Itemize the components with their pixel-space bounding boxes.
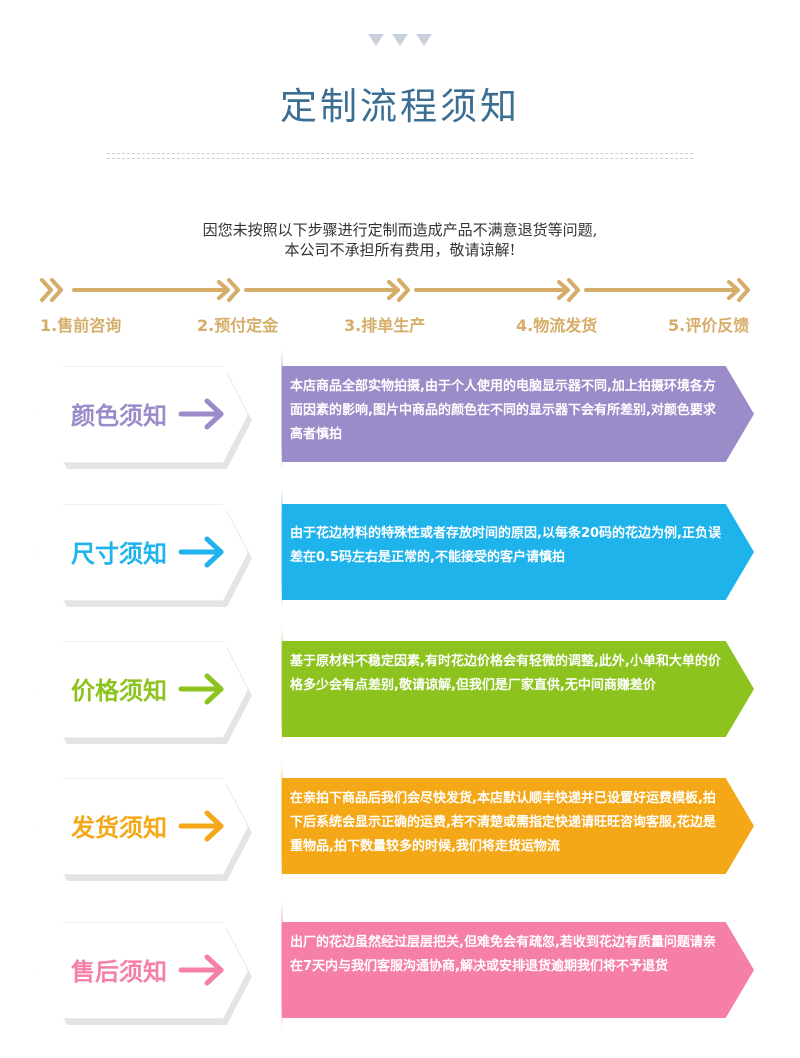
notice-price-hex: 价格须知 <box>38 641 252 744</box>
notice-size-title: 尺寸须知 <box>71 540 167 568</box>
triangle-down-icon <box>392 34 408 46</box>
notice-size-banner: 由于花边材料的特殊性或者存放时间的原因,以每条20码的花边为例,正负误差在0.5… <box>282 504 754 600</box>
arrow-right-icon <box>178 954 224 986</box>
intro-line-2: 本公司不承担所有费用，敬请谅解! <box>284 241 516 259</box>
page-title: 定制流程须知 <box>280 85 520 128</box>
decorative-triangles <box>368 34 434 48</box>
step-2: 2.预付定金 <box>197 316 279 335</box>
chevron-double-icon <box>737 278 750 302</box>
notice-aftersales-hex: 售后须知 <box>38 922 252 1025</box>
arrow-right-icon <box>178 810 224 842</box>
chevron-double-icon <box>50 278 63 302</box>
notice-color-title: 颜色须知 <box>71 402 167 430</box>
chevron-double-icon <box>397 278 410 302</box>
notice-shipping-title: 发货须知 <box>71 814 167 842</box>
arrow-right-icon <box>178 536 224 568</box>
notice-price-title: 价格须知 <box>71 677 167 705</box>
notice-shipping-banner: 在亲拍下商品后我们会尽快发货,本店默认顺丰快递并已设置好运费模板,拍下后系统会显… <box>282 778 754 874</box>
notice-price-text: 基于原材料不稳定因素,有时花边价格会有轻微的调整,此外,小单和大单的价格多少会有… <box>290 654 721 693</box>
intro-text: 因您未按照以下步骤进行定制而造成产品不满意退货等问题, 本公司不承担所有费用，敬… <box>100 220 700 260</box>
notice-aftersales-banner: 出厂的花边虽然经过层层把关,但难免会有疏忽,若收到花边有质量问题请亲在7天内与我… <box>282 922 754 1018</box>
notice-color-hex: 颜色须知 <box>38 366 252 469</box>
notice-color-banner: 本店商品全部实物拍摄,由于个人使用的电脑显示器不同,加上拍摄环境各方面因素的影响… <box>282 366 754 462</box>
notice-aftersales-title: 售后须知 <box>71 958 167 986</box>
step-1: 1.售前咨询 <box>40 316 122 335</box>
notice-size-text: 由于花边材料的特殊性或者存放时间的原因,以每条20码的花边为例,正负误差在0.5… <box>290 526 721 565</box>
notice-price-banner: 基于原材料不稳定因素,有时花边价格会有轻微的调整,此外,小单和大单的价格多少会有… <box>282 641 754 737</box>
notice-shipping-hex: 发货须知 <box>38 778 252 881</box>
chevron-double-icon <box>567 278 580 302</box>
triangle-down-icon <box>416 34 432 46</box>
notice-shipping-text: 在亲拍下商品后我们会尽快发货,本店默认顺丰快递并已设置好运费模板,拍下后系统会显… <box>290 791 716 854</box>
triangle-down-icon <box>368 34 384 46</box>
arrow-right-icon <box>178 398 224 430</box>
chevron-double-icon <box>40 278 53 302</box>
timeline-arrows <box>40 278 750 302</box>
notice-aftersales-text: 出厂的花边虽然经过层层把关,但难免会有疏忽,若收到花边有质量问题请亲在7天内与我… <box>290 935 716 974</box>
step-4: 4.物流发货 <box>516 316 598 335</box>
arrow-right-icon <box>178 673 224 705</box>
step-5: 5.评价反馈 <box>668 316 750 335</box>
intro-line-1: 因您未按照以下步骤进行定制而造成产品不满意退货等问题, <box>202 221 598 239</box>
divider <box>107 153 693 154</box>
notice-color-text: 本店商品全部实物拍摄,由于个人使用的电脑显示器不同,加上拍摄环境各方面因素的影响… <box>290 379 716 442</box>
notice-size-hex: 尺寸须知 <box>38 504 252 607</box>
chevron-double-icon <box>227 278 240 302</box>
process-timeline: 1.售前咨询 2.预付定金 3.排单生产 4.物流发货 5.评价反馈 <box>0 268 800 338</box>
divider <box>107 158 693 159</box>
step-3: 3.排单生产 <box>344 316 426 335</box>
